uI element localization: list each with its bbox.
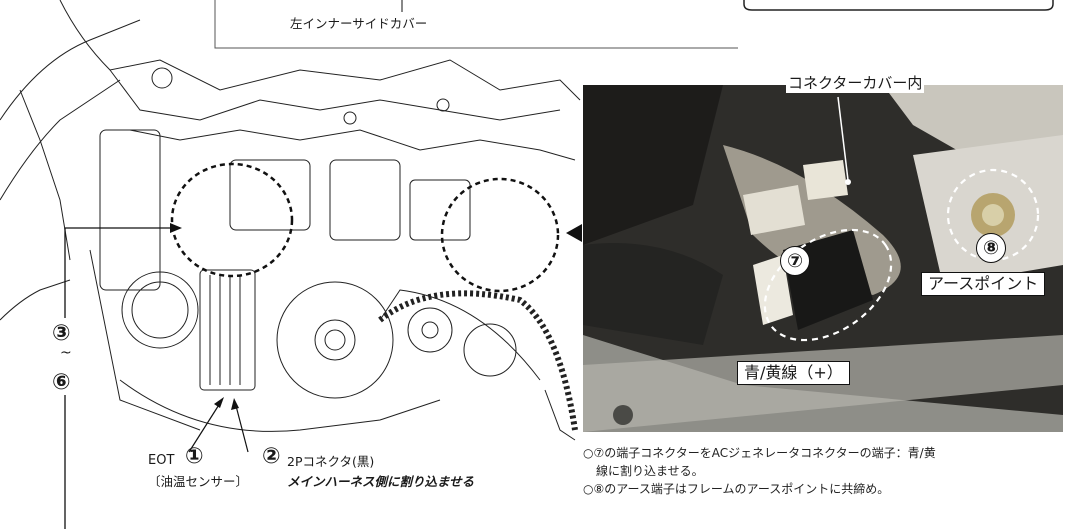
- range-end-number: ⑥: [52, 370, 71, 395]
- ground-point-label: アースポイント: [921, 272, 1046, 296]
- note-line-1: ○⑦の端子コネクターをACジェネレータコネクターの端子：青/黄: [583, 446, 936, 460]
- left-inner-side-cover-caption: 左インナーサイドカバー: [290, 16, 428, 31]
- photo-title: コネクターカバー内: [786, 72, 925, 93]
- connector-note: メインハーネス側に割り込ませる: [287, 474, 475, 489]
- dashed-circle-right: [440, 177, 560, 293]
- badge-seven: ⑦: [780, 246, 810, 276]
- note-line-1b: 線に割り込ませる。: [596, 464, 704, 478]
- eot-sublabel: 〔油温センサー〕: [148, 474, 249, 489]
- connector-label: 2Pコネクタ(黒): [287, 454, 375, 469]
- eot-number: ①: [185, 444, 204, 469]
- badge-eight: ⑧: [976, 233, 1006, 263]
- engine-drawing: [0, 0, 581, 441]
- dashed-circle-left: [170, 162, 294, 278]
- note-line-2: ○⑧のアース端子はフレームのアースポイントに共締め。: [583, 482, 890, 496]
- range-tilde: ~: [60, 345, 72, 361]
- wire-label: 青/黄線（+）: [737, 361, 850, 385]
- eot-label: EOT: [148, 453, 175, 468]
- range-start-number: ③: [52, 321, 71, 346]
- chain-drawing: [378, 290, 578, 431]
- connector-number: ②: [262, 444, 281, 469]
